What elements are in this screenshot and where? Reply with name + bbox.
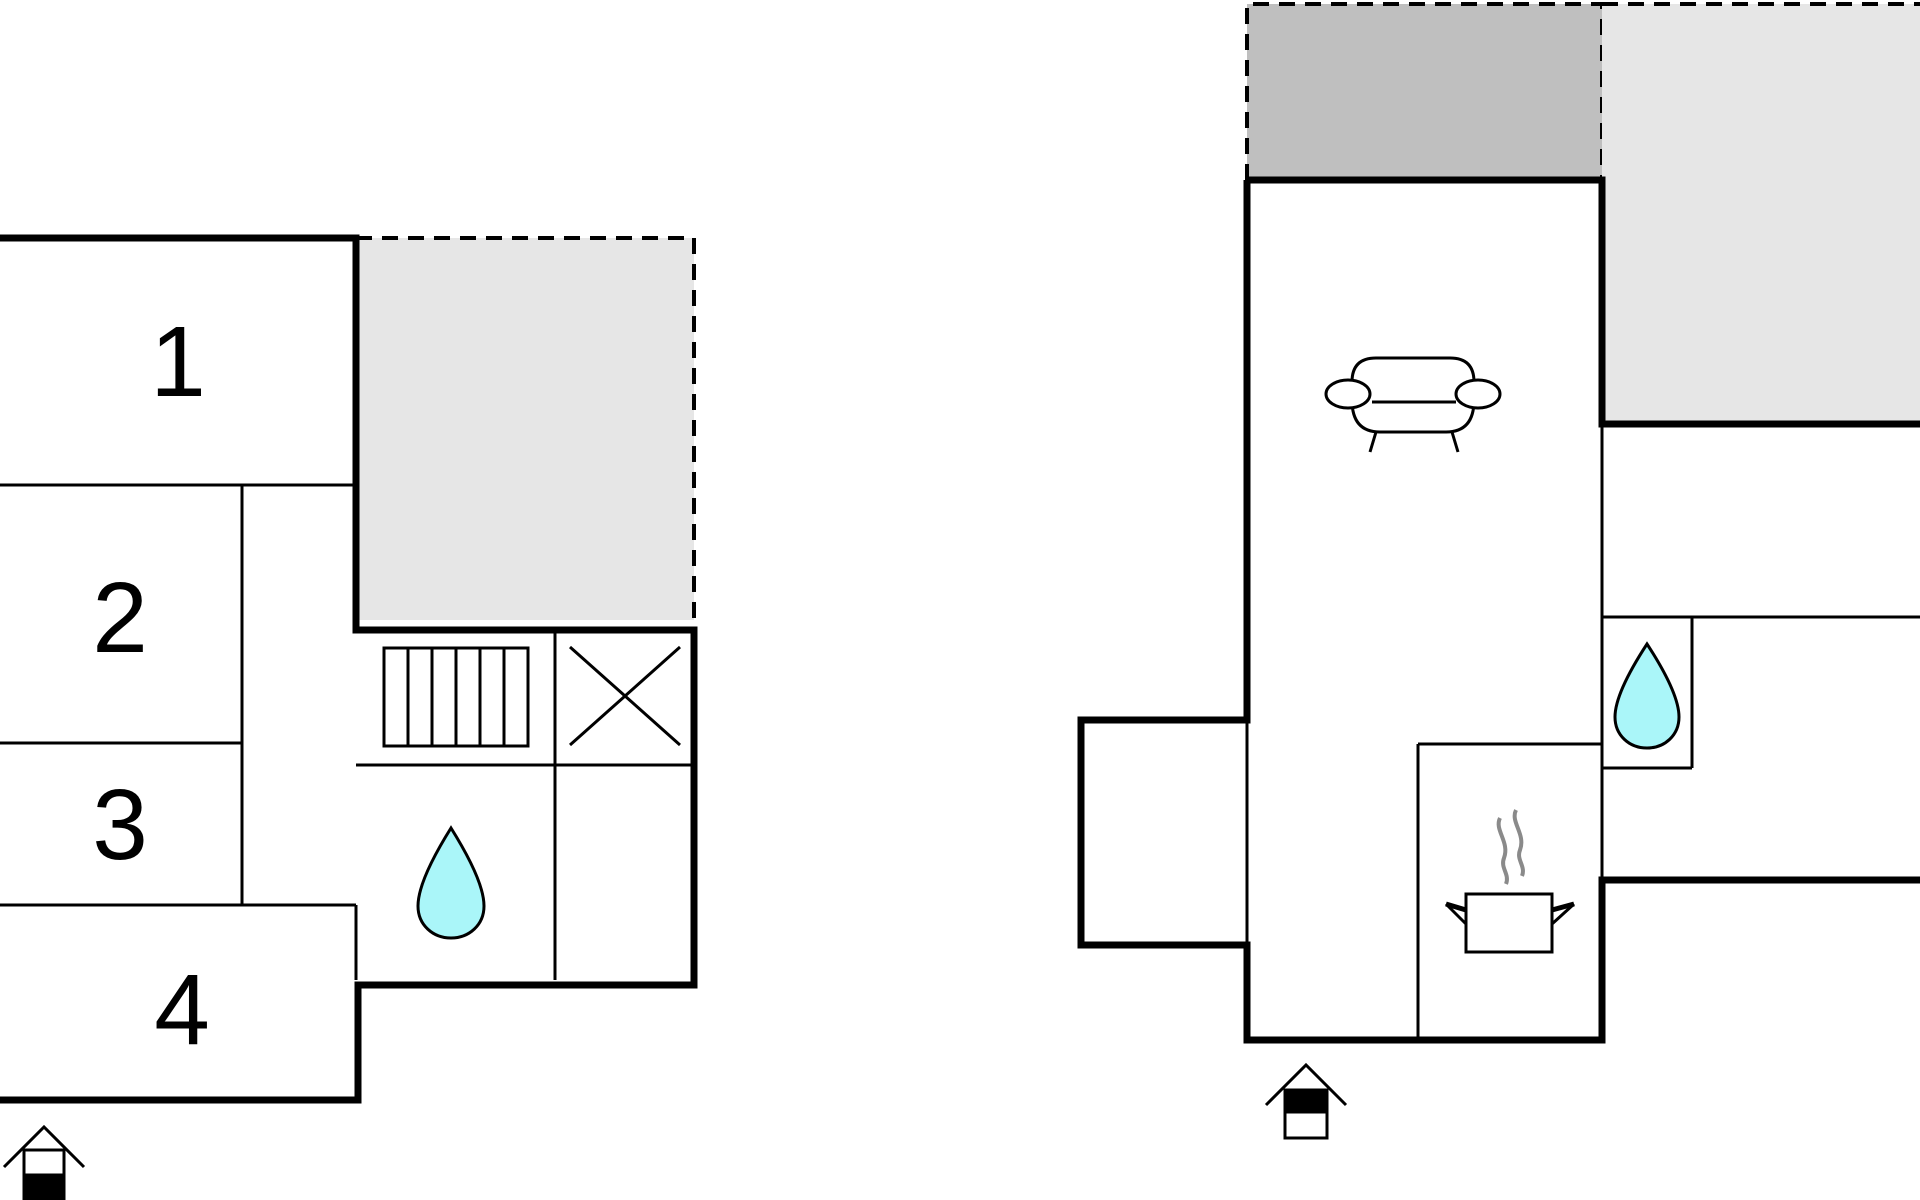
right-floor-plan (1077, 2, 1920, 1140)
room-label-1: 1 (150, 306, 206, 418)
entrance-icon (2, 1124, 86, 1200)
sofa-icon (1324, 356, 1502, 453)
terrace-area-right (1602, 2, 1920, 424)
interior-walls (0, 483, 694, 980)
entrance-icon-right (1264, 1062, 1348, 1140)
bathroom-drop-icon (416, 825, 486, 940)
bathroom-drop-icon-right (1613, 641, 1681, 750)
kitchen-pot-icon (1444, 809, 1576, 954)
left-floor-plan: 1 2 3 4 (0, 234, 698, 1200)
interior-walls-right (1245, 424, 1920, 1040)
stairs-icon (382, 646, 530, 748)
room-label-3: 3 (92, 769, 148, 881)
exterior-walls (0, 234, 698, 1104)
void-cross-icon (569, 645, 681, 747)
terrace-area (356, 236, 696, 620)
exterior-walls-right (1077, 176, 1920, 1044)
room-label-4: 4 (154, 954, 210, 1066)
room-label-2: 2 (92, 562, 148, 674)
covered-terrace-area (1245, 2, 1604, 180)
